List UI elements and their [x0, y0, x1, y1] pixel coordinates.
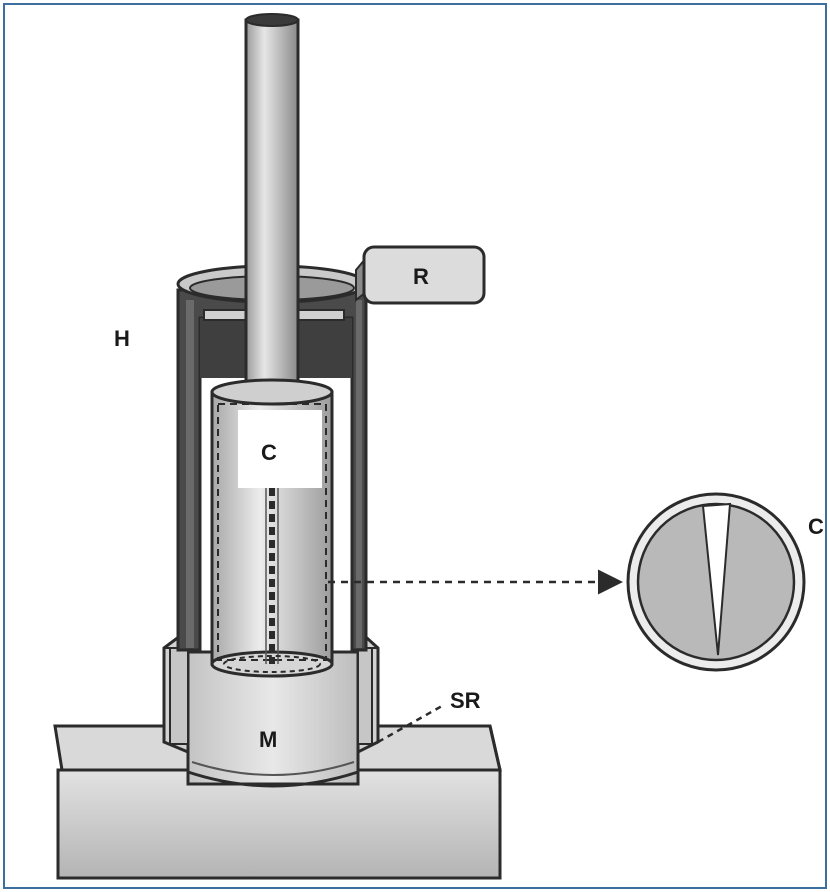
vertical-rod	[244, 13, 300, 384]
label-mortar: M	[259, 727, 277, 752]
inner-cylinder	[210, 378, 334, 678]
label-cylinder: C	[261, 440, 277, 465]
sr-leader-line	[377, 704, 443, 744]
label-housing: H	[114, 326, 130, 351]
rod-box	[355, 245, 486, 305]
label-rod: R	[413, 264, 429, 289]
figure-border	[3, 3, 827, 889]
cross-section-circle	[626, 492, 806, 672]
label-support-ring: SR	[450, 688, 481, 713]
label-cross-section: C	[808, 514, 824, 539]
